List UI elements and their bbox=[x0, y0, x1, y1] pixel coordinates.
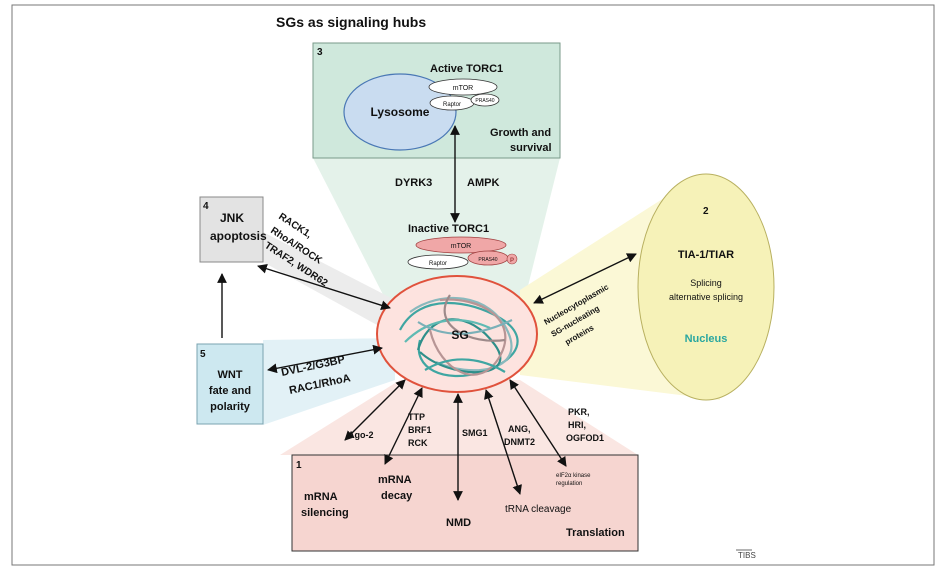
nmd-label: NMD bbox=[446, 517, 471, 529]
inactive-torc1-label: Inactive TORC1 bbox=[408, 223, 489, 235]
mrna-decay-1: mRNA bbox=[378, 474, 412, 486]
growth-label-1: Growth and bbox=[490, 127, 551, 139]
ang-label: ANG, bbox=[508, 424, 531, 434]
journal-logo-text: TIBS bbox=[738, 551, 756, 560]
active-mtor-label: mTOR bbox=[453, 85, 473, 92]
arrow-sg-wnt bbox=[267, 344, 383, 374]
tia-label: TIA-1/TIAR bbox=[678, 249, 734, 261]
inactive-mtor-label: mTOR bbox=[451, 243, 471, 250]
lysosome bbox=[343, 73, 457, 151]
translation-label: Translation bbox=[566, 527, 625, 539]
active-pras40 bbox=[470, 93, 500, 107]
polarity-label: polarity bbox=[210, 401, 251, 413]
phospho-marker bbox=[506, 253, 518, 265]
arrows bbox=[217, 125, 637, 501]
splicing-label-2: alternative splicing bbox=[669, 292, 743, 302]
sg-rna-tangle bbox=[399, 294, 519, 377]
panel-2-number: 2 bbox=[703, 206, 709, 217]
phospho-label: P bbox=[510, 258, 514, 264]
inactive-pras40-label: PRAS40 bbox=[478, 257, 497, 263]
rck-label: RCK bbox=[408, 438, 428, 448]
panel-5-number: 5 bbox=[200, 349, 206, 360]
hri-label: HRI, bbox=[568, 420, 586, 430]
growth-label-2: survival bbox=[510, 142, 552, 154]
apoptosis-label: apoptosis bbox=[210, 229, 267, 243]
dnmt2-label: DNMT2 bbox=[504, 437, 535, 447]
panel-4-box bbox=[199, 196, 264, 263]
arrow-sg-decay bbox=[384, 387, 423, 465]
mrna-decay-2: decay bbox=[381, 490, 413, 502]
active-pras40-label: PRAS40 bbox=[475, 98, 494, 104]
sg-label: SG bbox=[451, 328, 468, 342]
inactive-mtor bbox=[415, 236, 507, 254]
active-torc1-label: Active TORC1 bbox=[430, 63, 503, 75]
eif2-label-2: regulation bbox=[556, 481, 582, 487]
ttp-label: TTP bbox=[408, 412, 425, 422]
arrow-sg-trna bbox=[484, 389, 522, 495]
jnk-label: JNK bbox=[220, 211, 244, 225]
panel-4-number: 4 bbox=[203, 201, 209, 212]
panel-1-number: 1 bbox=[296, 460, 302, 471]
brf1-label: BRF1 bbox=[408, 425, 432, 435]
inactive-raptor bbox=[407, 254, 469, 270]
dyrk3-label: DYRK3 bbox=[395, 177, 432, 189]
ago2-label: Ago-2 bbox=[348, 430, 374, 440]
eif2-label-1: eIF2α kinase bbox=[556, 473, 591, 479]
arrow-sg-nucleus bbox=[533, 253, 637, 304]
figure-title: SGs as signaling hubs bbox=[276, 14, 426, 30]
active-mtor bbox=[428, 78, 498, 96]
arrow-sg-jnk bbox=[257, 264, 391, 310]
active-raptor-label: Raptor bbox=[443, 102, 461, 108]
splicing-label-1: Splicing bbox=[690, 278, 722, 288]
lysosome-label: Lysosome bbox=[371, 105, 430, 119]
ampk-label: AMPK bbox=[467, 177, 499, 189]
inactive-raptor-label: Raptor bbox=[429, 261, 447, 267]
trna-label: tRNA cleavage bbox=[505, 504, 572, 515]
nucleus-label: Nucleus bbox=[685, 333, 728, 345]
mrna-silencing-1: mRNA bbox=[304, 491, 338, 503]
arrow-sg-eif2 bbox=[509, 379, 567, 467]
panel-5-box bbox=[196, 343, 264, 425]
smg1-label: SMG1 bbox=[462, 428, 488, 438]
panel-3-number: 3 bbox=[317, 47, 323, 58]
panel-1-box bbox=[291, 454, 639, 552]
fate-label: fate and bbox=[209, 385, 251, 397]
pkr-label: PKR, bbox=[568, 407, 590, 417]
panel-2-ellipse bbox=[637, 173, 775, 401]
wnt-label: WNT bbox=[217, 369, 242, 381]
mrna-silencing-2: silencing bbox=[301, 507, 349, 519]
ogfod1-label: OGFOD1 bbox=[566, 433, 604, 443]
